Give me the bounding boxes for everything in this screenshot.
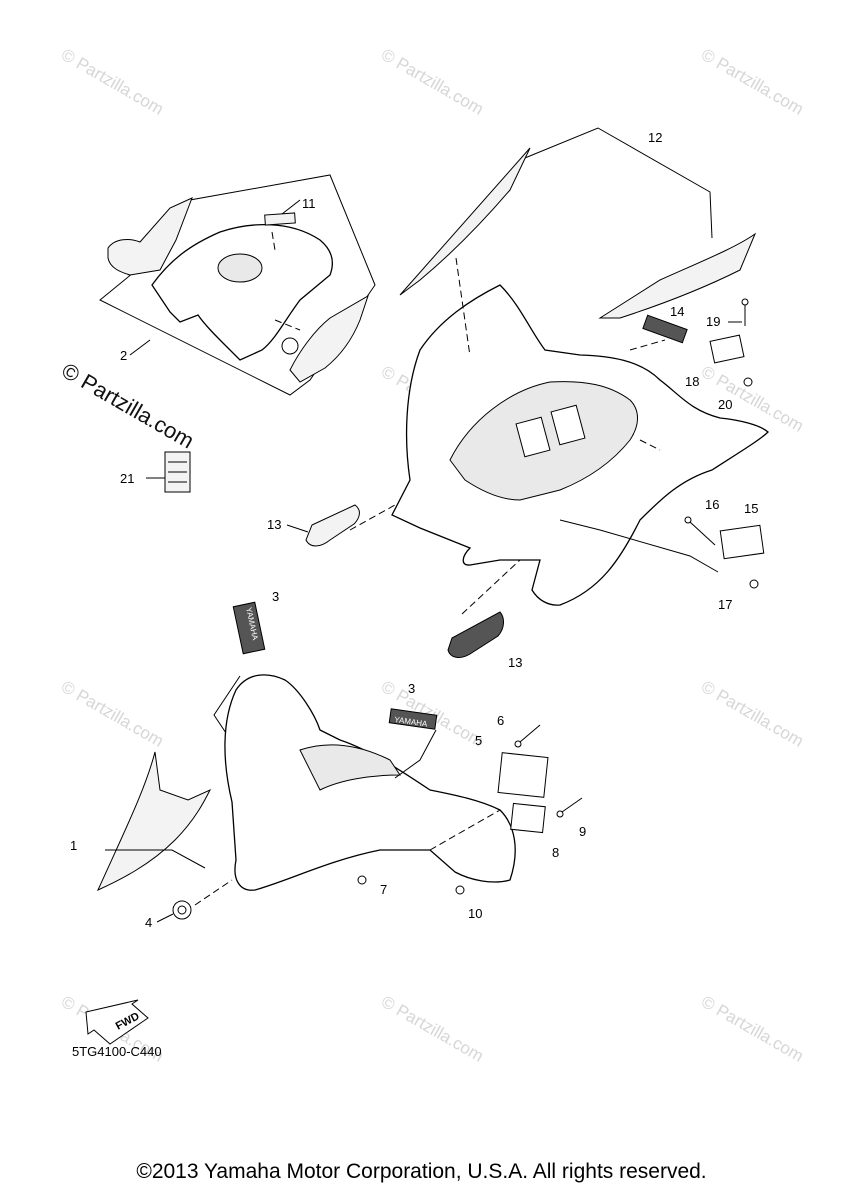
watermark-large: © Partzilla.com	[58, 358, 199, 454]
rear-fender-group	[391, 257, 769, 606]
watermark-tile: © Partzilla.com	[378, 45, 487, 119]
plate-8	[510, 802, 546, 834]
rear-plate-18	[709, 334, 745, 364]
watermark-tile: © Partzilla.com	[58, 45, 167, 119]
callout-14: 14	[670, 304, 684, 319]
front-panel-group	[99, 174, 376, 396]
yamaha-decal-3-lower	[388, 708, 438, 730]
decal-left-side	[107, 197, 193, 276]
nut-20	[743, 377, 753, 387]
group-12-outline	[519, 127, 713, 239]
callout-8: 8	[552, 845, 559, 860]
side-decal-13-lower	[447, 611, 504, 658]
watermark-tile: © Partzilla.com	[58, 677, 167, 751]
callout-12: 12	[648, 130, 662, 145]
label-21-group	[146, 451, 191, 493]
callout-17: 17	[718, 597, 732, 612]
callout-13-lower: 13	[508, 655, 522, 670]
callout-2: 2	[120, 348, 127, 363]
callout-15: 15	[744, 501, 758, 516]
callout-21: 21	[120, 471, 134, 486]
decal-14	[642, 314, 688, 344]
tray-compartment-2	[550, 404, 586, 446]
label-11	[264, 212, 296, 226]
plate-5	[497, 752, 549, 798]
watermark-tile: © Partzilla.com	[378, 992, 487, 1066]
callout-9: 9	[579, 824, 586, 839]
nut-10	[455, 885, 465, 895]
rear-decal-right	[598, 232, 757, 319]
callout-3-lower: 3	[408, 681, 415, 696]
rear-decals-group	[399, 127, 757, 344]
fwd-indicator: FWD	[85, 999, 149, 1045]
front-fender-group: YAMAHA YAMAHA	[96, 601, 583, 920]
front-fender-body	[224, 674, 516, 891]
callout-20: 20	[718, 397, 732, 412]
nut-7	[357, 875, 367, 885]
fwd-arrow-icon	[85, 999, 149, 1045]
callout-11: 11	[302, 196, 316, 211]
decal-right-side	[289, 294, 369, 383]
diagram-code: 5TG4100-C440	[72, 1044, 162, 1059]
callout-6: 6	[497, 713, 504, 728]
callout-16: 16	[705, 497, 719, 512]
yamaha-decal-3-upper	[232, 601, 266, 655]
decal-13-group	[305, 504, 521, 658]
tray-compartment-1	[515, 416, 551, 458]
callout-19: 19	[706, 314, 720, 329]
watermark-tile: © Partzilla.com	[698, 992, 807, 1066]
callout-1: 1	[70, 838, 77, 853]
emblem-small	[281, 337, 299, 355]
nut-17	[749, 579, 759, 589]
rear-plate-15	[719, 524, 765, 560]
watermark-tile: © Partzilla.com	[698, 677, 807, 751]
front-panel-opening	[217, 253, 263, 283]
callout-10: 10	[468, 906, 482, 921]
callout-13-upper: 13	[267, 517, 281, 532]
watermark-tile: © Partzilla.com	[698, 45, 807, 119]
callout-5: 5	[475, 733, 482, 748]
rear-decal-left	[399, 147, 531, 296]
callout-7: 7	[380, 882, 387, 897]
callout-3-upper: 3	[272, 589, 279, 604]
side-decal-13-upper	[305, 504, 360, 547]
callout-4: 4	[145, 915, 152, 930]
front-panel-part	[151, 223, 333, 361]
front-decal-1	[96, 751, 212, 892]
copyright-notice: ©2013 Yamaha Motor Corporation, U.S.A. A…	[136, 1160, 707, 1183]
callout-18: 18	[685, 374, 699, 389]
callout-labels: 1 2 3 3 4 5 6 7 8 9 10 11 12 13 13 14 15…	[70, 130, 758, 930]
watermark-layer: © Partzilla.com © Partzilla.com © Partzi…	[58, 45, 807, 1066]
